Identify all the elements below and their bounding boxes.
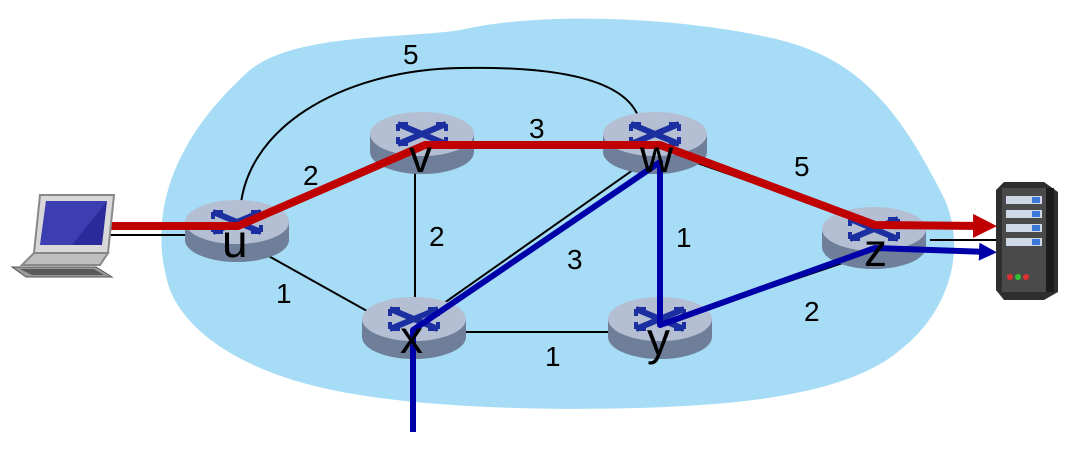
weight-label-u-w: 5 [403,39,419,70]
red-route-path [103,141,997,238]
weight-label-w-z: 5 [794,151,810,182]
node-label-v: v [409,130,432,182]
weight-label-v-x: 2 [429,221,445,252]
weight-label-u-v: 2 [303,160,319,191]
weight-label-w-y: 1 [676,222,692,253]
edge-w-x [419,164,641,321]
laptop-icon [10,194,116,278]
node-label-x: x [400,311,423,363]
blue-route-path [410,159,997,432]
node-label-z: z [864,224,887,276]
node-label-u: u [222,215,248,267]
weight-label-u-x: 1 [276,278,292,309]
server-icon [996,182,1058,300]
weight-label-y-z: 2 [804,296,820,327]
node-label-y: y [647,313,670,365]
weight-label-w-x: 3 [567,244,583,275]
weight-label-v-w: 3 [529,113,545,144]
edge-u-w [239,66,641,219]
node-label-w: w [639,130,674,182]
network-cloud [161,18,955,409]
weight-label-x-y: 1 [545,341,561,372]
